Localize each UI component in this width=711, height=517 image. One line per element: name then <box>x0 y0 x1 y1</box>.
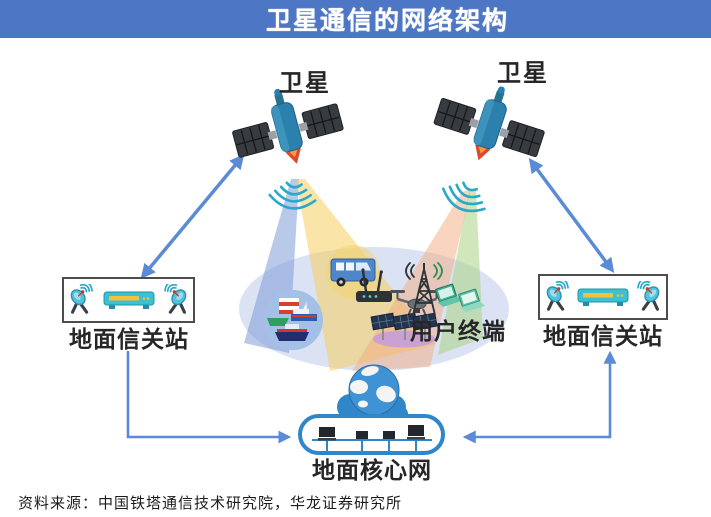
gateway-left-label: 地面信关站 <box>69 326 189 352</box>
link-gateway-left-core <box>126 351 292 444</box>
link-gateway-right-core <box>462 350 617 444</box>
gateway-station-right <box>538 274 668 320</box>
dish-antenna-icon <box>67 284 94 314</box>
link-gateway-right-satellite <box>528 158 615 273</box>
laptop-icon <box>435 283 486 312</box>
ground-core-network <box>298 364 445 455</box>
modem-icon <box>103 291 154 310</box>
wifi-router-icon <box>356 268 392 302</box>
core-network-ring <box>298 414 445 455</box>
earth-globe-icon <box>348 364 400 416</box>
ship-icon <box>263 290 323 350</box>
gateway-right-label: 地面信关站 <box>543 323 663 349</box>
gateway-station-left <box>62 277 195 323</box>
van-icon <box>326 245 380 299</box>
figure-title: 卫星通信的网络架构 <box>265 7 509 35</box>
source-note: 资料来源：中国铁塔通信技术研究院，华龙证券研究所 <box>18 496 403 512</box>
signal-tower-icon <box>405 262 443 316</box>
satellite-right-label: 卫星 <box>497 60 549 87</box>
dish-antenna-icon <box>163 284 190 314</box>
link-gateway-left-satellite <box>140 154 245 279</box>
figure-title-bar: 卫星通信的网络架构 <box>0 0 711 38</box>
dish-antenna-icon <box>636 281 663 311</box>
satellite-left-label: 卫星 <box>279 70 331 97</box>
user-terminals-label: 用户终端 <box>410 318 506 344</box>
server-icon <box>318 425 425 441</box>
beam-right-green <box>438 190 483 355</box>
core-network-label: 地面核心网 <box>312 457 432 483</box>
modem-icon <box>577 288 629 307</box>
solar-panel-icon <box>370 312 438 348</box>
dish-antenna-icon <box>543 281 570 311</box>
